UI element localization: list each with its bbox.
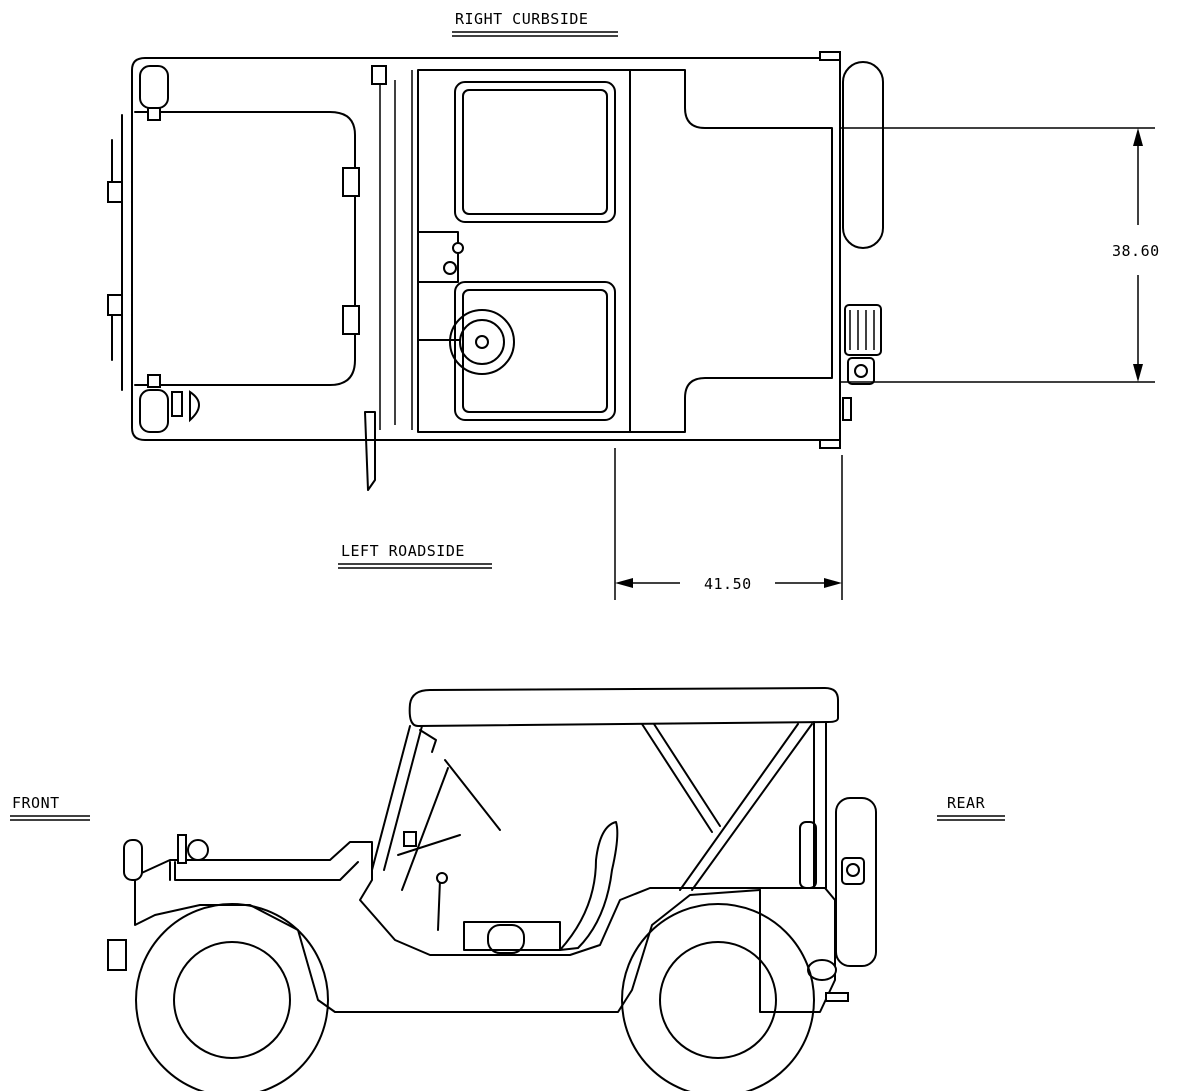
rear-wheel bbox=[621, 903, 815, 1091]
hood-panel bbox=[134, 111, 356, 386]
width-value: 38.60 bbox=[1112, 242, 1160, 260]
spare-tire bbox=[842, 61, 884, 249]
top-view bbox=[107, 51, 884, 491]
side-mirror bbox=[364, 411, 376, 491]
steering-wheel bbox=[449, 309, 515, 375]
canvas-top bbox=[408, 687, 839, 727]
front-wheel bbox=[135, 903, 329, 1091]
side-view bbox=[107, 687, 877, 1091]
side-view-body bbox=[134, 841, 836, 1013]
fuel-can bbox=[844, 304, 882, 356]
headlight-side bbox=[123, 839, 143, 881]
headlight-left bbox=[139, 389, 169, 433]
length-dimension: 41.50 bbox=[614, 448, 843, 600]
top-view-body-outline bbox=[131, 57, 841, 441]
left-roadside-label: LEFT ROADSIDE bbox=[341, 542, 465, 560]
rear-label: REAR bbox=[947, 794, 986, 812]
seat-side bbox=[559, 821, 619, 951]
right-seat bbox=[454, 81, 616, 223]
width-dimension: 38.60 bbox=[840, 127, 1160, 383]
headlight-right bbox=[139, 65, 169, 109]
windshield-frame bbox=[371, 725, 423, 871]
right-curbside-label: RIGHT CURBSIDE bbox=[455, 10, 588, 28]
front-label: FRONT bbox=[12, 794, 60, 812]
length-value: 41.50 bbox=[704, 575, 752, 593]
driver-seat bbox=[454, 281, 616, 421]
